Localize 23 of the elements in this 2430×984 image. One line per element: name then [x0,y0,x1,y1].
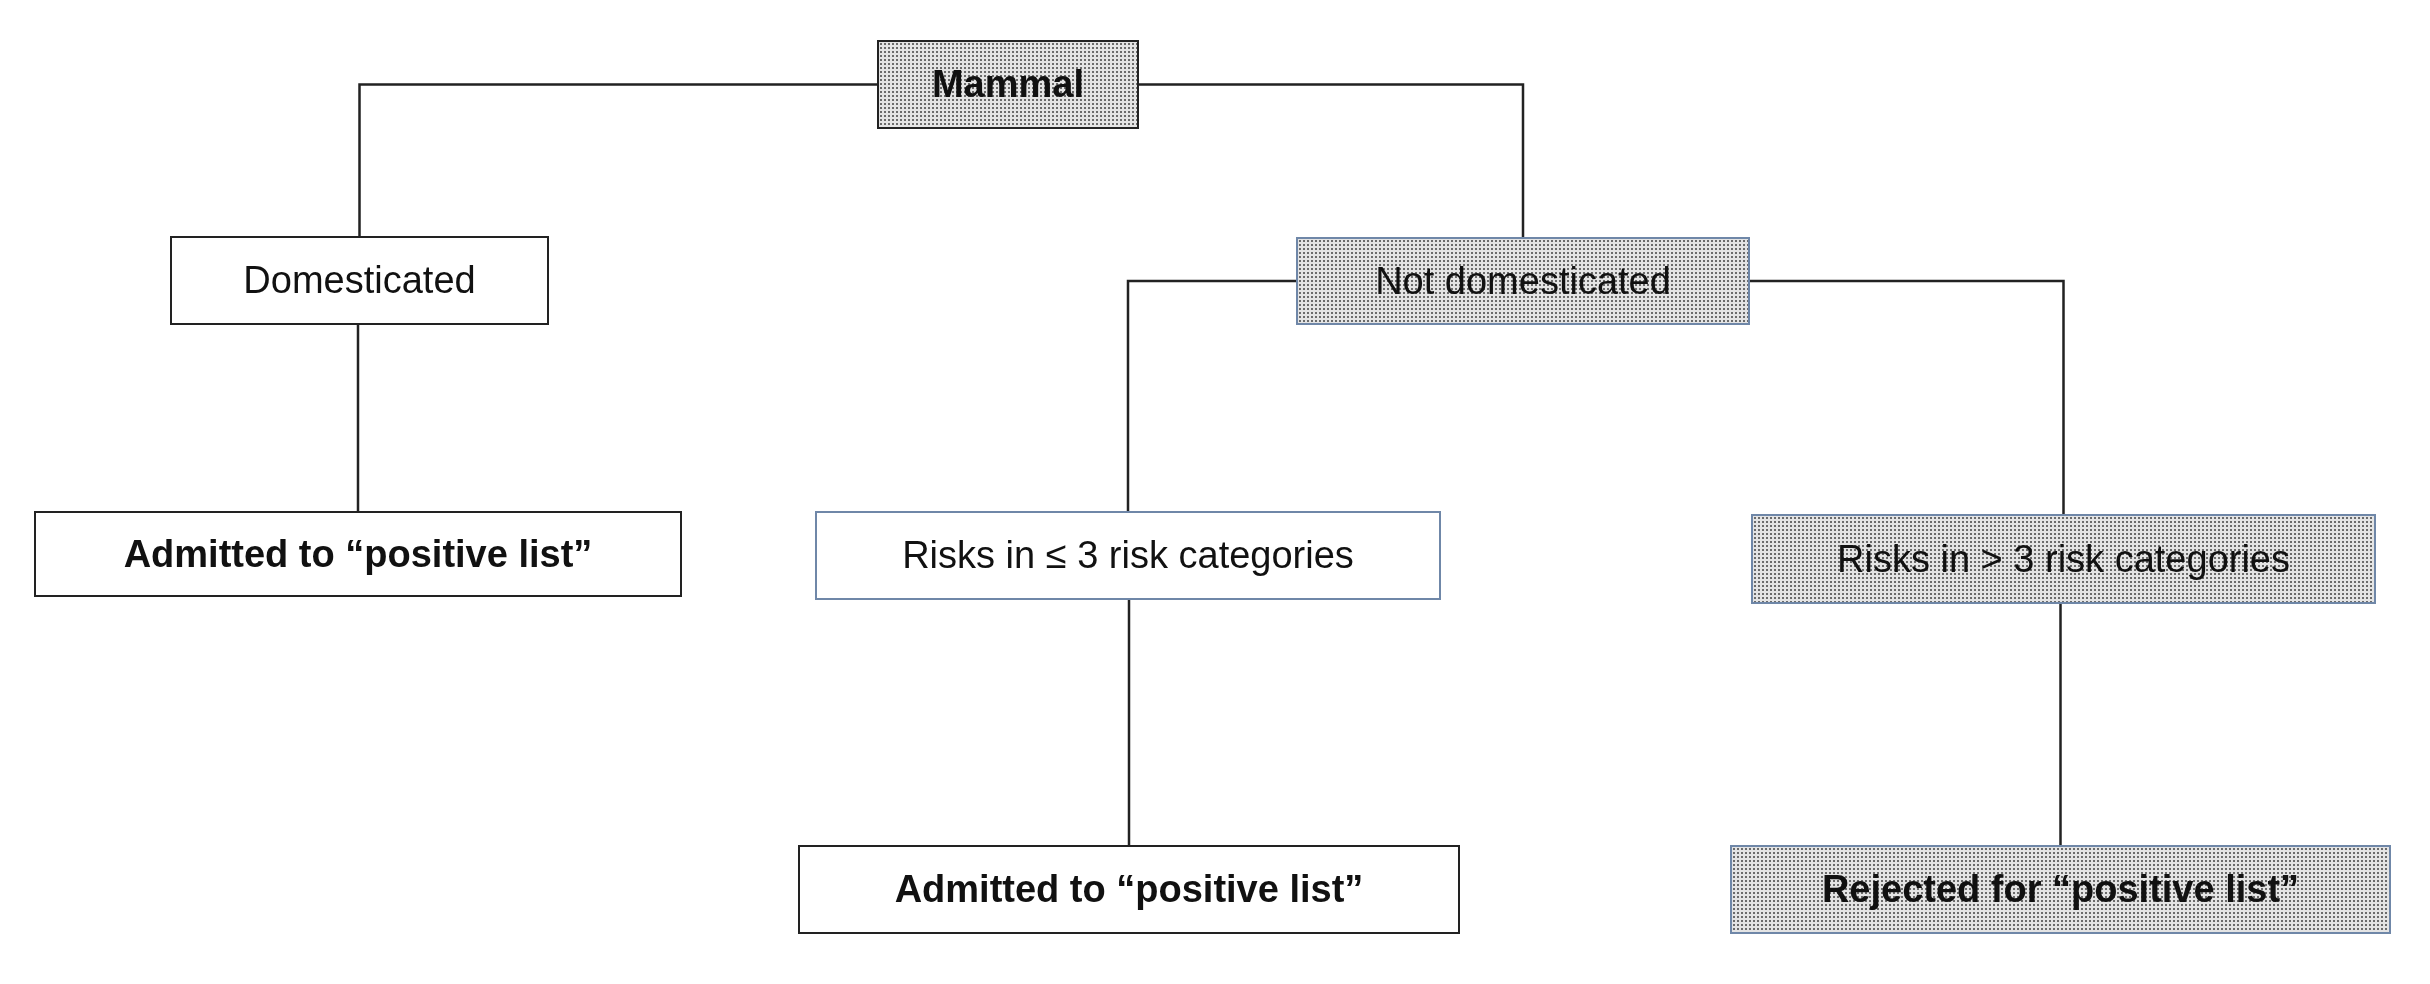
node-label: Mammal [931,62,1085,107]
connector-line [1127,600,1131,845]
connector-line [2059,604,2062,845]
connector-line [1750,279,2065,514]
node-label: Risks in ≤ 3 risk categories [902,533,1354,578]
connector-line [356,325,360,511]
shaded-box [1730,845,2391,934]
node-label: Rejected for “positive list” [1821,867,2300,912]
node-label: Not domesticated [1375,258,1671,304]
connector-line [1139,83,1525,237]
shaded-box [1751,514,2376,604]
connector-line [1126,279,1296,511]
node-label: Admitted to “positive list” [123,531,593,577]
process-box [170,236,549,325]
shaded-box [877,40,1139,129]
node-label: Domesticated [243,258,476,303]
shaded-box [1296,237,1750,325]
connector-line [358,83,877,236]
node-label: Admitted to “positive list” [894,867,1364,912]
node-label: Risks in > 3 risk categories [1837,536,2290,582]
process-box [798,845,1460,934]
process-box [815,511,1441,600]
process-box [34,511,682,597]
